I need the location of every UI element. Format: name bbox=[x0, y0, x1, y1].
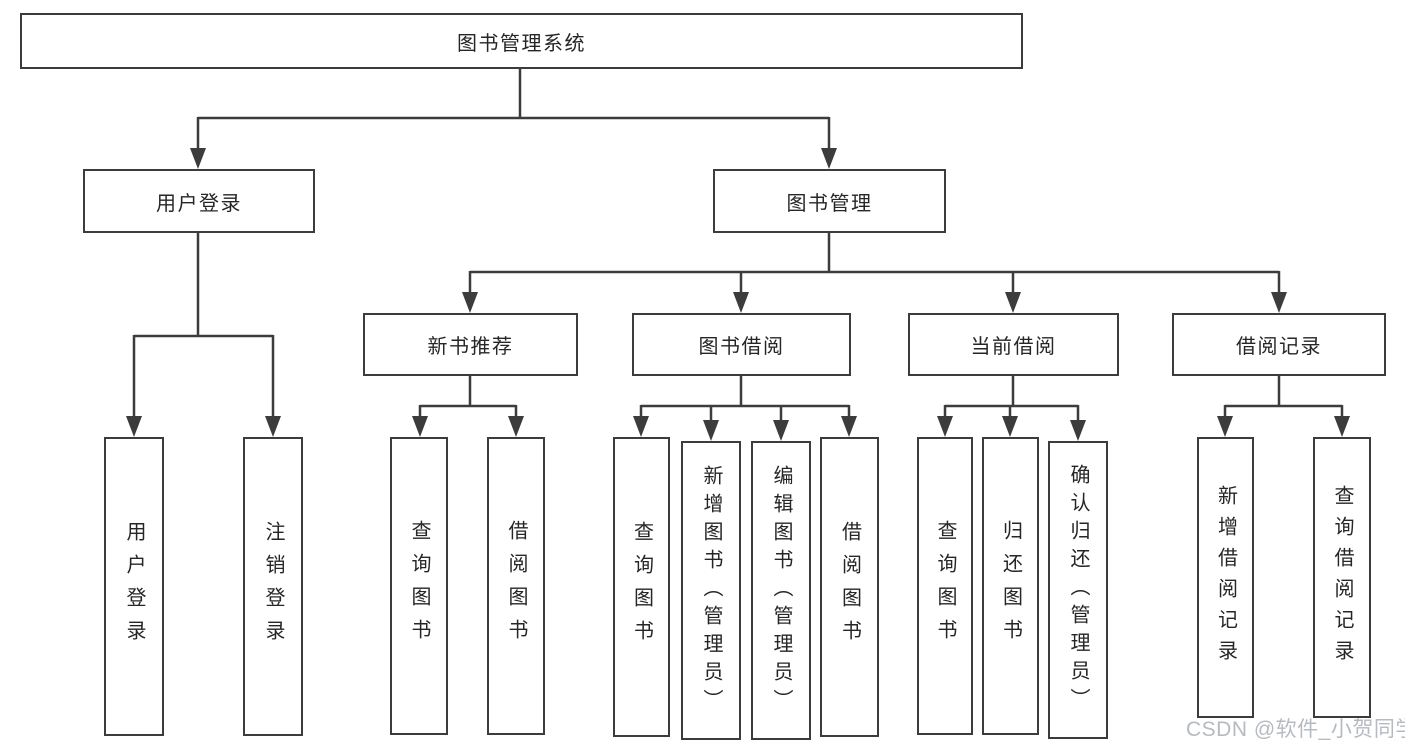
node-user-login: 用户登录 bbox=[83, 169, 315, 233]
connector-current-borrow-to-leaves bbox=[943, 376, 1080, 425]
leaf-query-books-recommend: 查询图书 bbox=[390, 437, 448, 735]
leaf-edit-book-admin-label: 编辑图书（管理员） bbox=[770, 464, 792, 717]
arrowheads bbox=[126, 148, 1350, 441]
leaf-borrow-books-borrow: 借阅图书 bbox=[820, 437, 879, 737]
leaf-add-borrow-record: 新增借阅记录 bbox=[1197, 437, 1254, 718]
leaf-confirm-return-admin-label: 确认归还（管理员） bbox=[1067, 464, 1089, 716]
connector-book-borrow-to-leaves bbox=[639, 376, 851, 425]
leaf-query-books-borrow: 查询图书 bbox=[613, 437, 670, 737]
leaf-return-books: 归还图书 bbox=[982, 437, 1039, 735]
connector-user-login-to-leaves bbox=[132, 233, 275, 421]
leaf-confirm-return-admin: 确认归还（管理员） bbox=[1048, 441, 1108, 739]
leaf-query-books-current-label: 查询图书 bbox=[934, 520, 956, 652]
leaf-logout-label: 注销登录 bbox=[262, 520, 284, 653]
node-root: 图书管理系统 bbox=[20, 13, 1023, 69]
leaf-query-borrow-record-label: 查询借阅记录 bbox=[1331, 484, 1353, 671]
node-book-borrow: 图书借阅 bbox=[632, 313, 851, 376]
leaf-borrow-books-borrow-label: 借阅图书 bbox=[838, 521, 861, 653]
leaf-add-borrow-record-label: 新增借阅记录 bbox=[1214, 484, 1237, 671]
connector-new-book-recommend-to-leaves bbox=[418, 376, 518, 421]
leaf-add-book-admin-label: 新增图书（管理员） bbox=[700, 464, 722, 717]
connector-root-to-level2 bbox=[196, 69, 831, 152]
leaf-logout: 注销登录 bbox=[243, 437, 303, 736]
connector-book-management-to-modules bbox=[468, 233, 1281, 297]
leaf-query-borrow-record: 查询借阅记录 bbox=[1313, 437, 1371, 718]
leaf-query-books-borrow-label: 查询图书 bbox=[630, 521, 653, 653]
connector-borrow-records-to-leaves bbox=[1223, 376, 1344, 421]
leaf-add-book-admin: 新增图书（管理员） bbox=[681, 441, 741, 740]
node-book-management: 图书管理 bbox=[713, 169, 946, 233]
leaf-user-login: 用户登录 bbox=[104, 437, 164, 736]
leaf-borrow-books-recommend: 借阅图书 bbox=[487, 437, 545, 735]
leaf-edit-book-admin: 编辑图书（管理员） bbox=[751, 441, 811, 740]
leaf-query-books-recommend-label: 查询图书 bbox=[408, 520, 430, 652]
leaf-query-books-current: 查询图书 bbox=[917, 437, 973, 735]
node-new-book-recommend: 新书推荐 bbox=[363, 313, 578, 376]
leaf-user-login-label: 用户登录 bbox=[123, 520, 145, 653]
leaf-return-books-label: 归还图书 bbox=[999, 520, 1022, 652]
node-current-borrow: 当前借阅 bbox=[908, 313, 1119, 376]
watermark: CSDN @软件_小贺同学 bbox=[1186, 718, 1405, 741]
node-borrow-records: 借阅记录 bbox=[1172, 313, 1386, 376]
leaf-borrow-books-recommend-label: 借阅图书 bbox=[505, 520, 527, 652]
